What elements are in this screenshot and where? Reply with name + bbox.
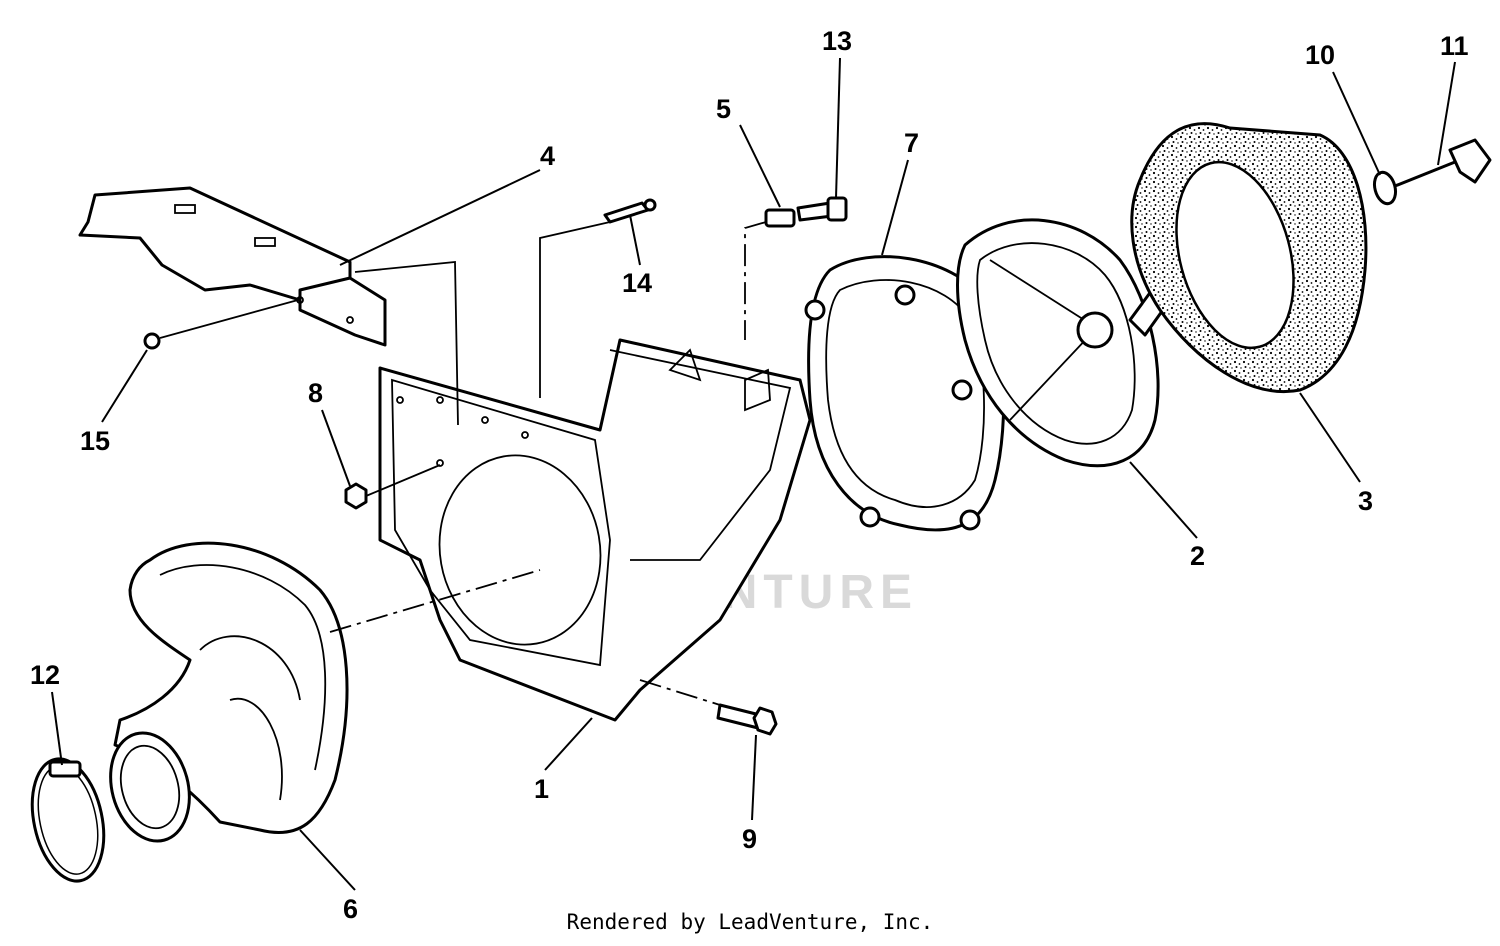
part-nut-8 — [344, 482, 368, 510]
callout-2: 2 — [1190, 541, 1205, 571]
part-nut-15 — [143, 299, 299, 350]
leader-lines — [51, 57, 1456, 891]
callout-14: 14 — [622, 268, 652, 298]
callout-4: 4 — [540, 141, 555, 171]
part-outlet-elbow — [109, 541, 349, 843]
callout-5: 5 — [716, 94, 731, 124]
callout-12: 12 — [30, 660, 60, 690]
part-washer — [1372, 170, 1398, 206]
part-hose-clamp — [30, 757, 106, 883]
callout-8: 8 — [308, 378, 323, 408]
part-blower-housing — [378, 338, 812, 722]
callout-6: 6 — [343, 894, 358, 924]
part-bolt-5 — [764, 208, 796, 228]
callout-7: 7 — [904, 128, 919, 158]
assembly-line-screw — [539, 221, 611, 398]
callout-11: 11 — [1440, 31, 1469, 61]
callout-1: 1 — [534, 774, 549, 804]
part-bolt-13 — [796, 196, 848, 222]
callout-13: 13 — [822, 26, 852, 56]
part-screw-14 — [603, 198, 657, 224]
assembly-line-nut — [365, 464, 441, 497]
part-foam-filter — [1130, 122, 1368, 393]
assembly-line-bolt-5 — [744, 221, 767, 340]
footer-credit: Rendered by LeadVenture, Inc. — [566, 910, 934, 934]
assembly-line-cover — [354, 261, 459, 426]
callout-3: 3 — [1358, 486, 1373, 516]
part-cover-plate — [78, 186, 387, 347]
part-bolt-9 — [716, 703, 778, 736]
part-wing-bolt — [1394, 138, 1492, 188]
callout-9: 9 — [742, 824, 757, 854]
callout-15: 15 — [80, 426, 110, 456]
assembly-line-elbow — [329, 569, 541, 633]
callout-10: 10 — [1305, 40, 1335, 70]
assembly-line-bolt — [639, 679, 721, 706]
